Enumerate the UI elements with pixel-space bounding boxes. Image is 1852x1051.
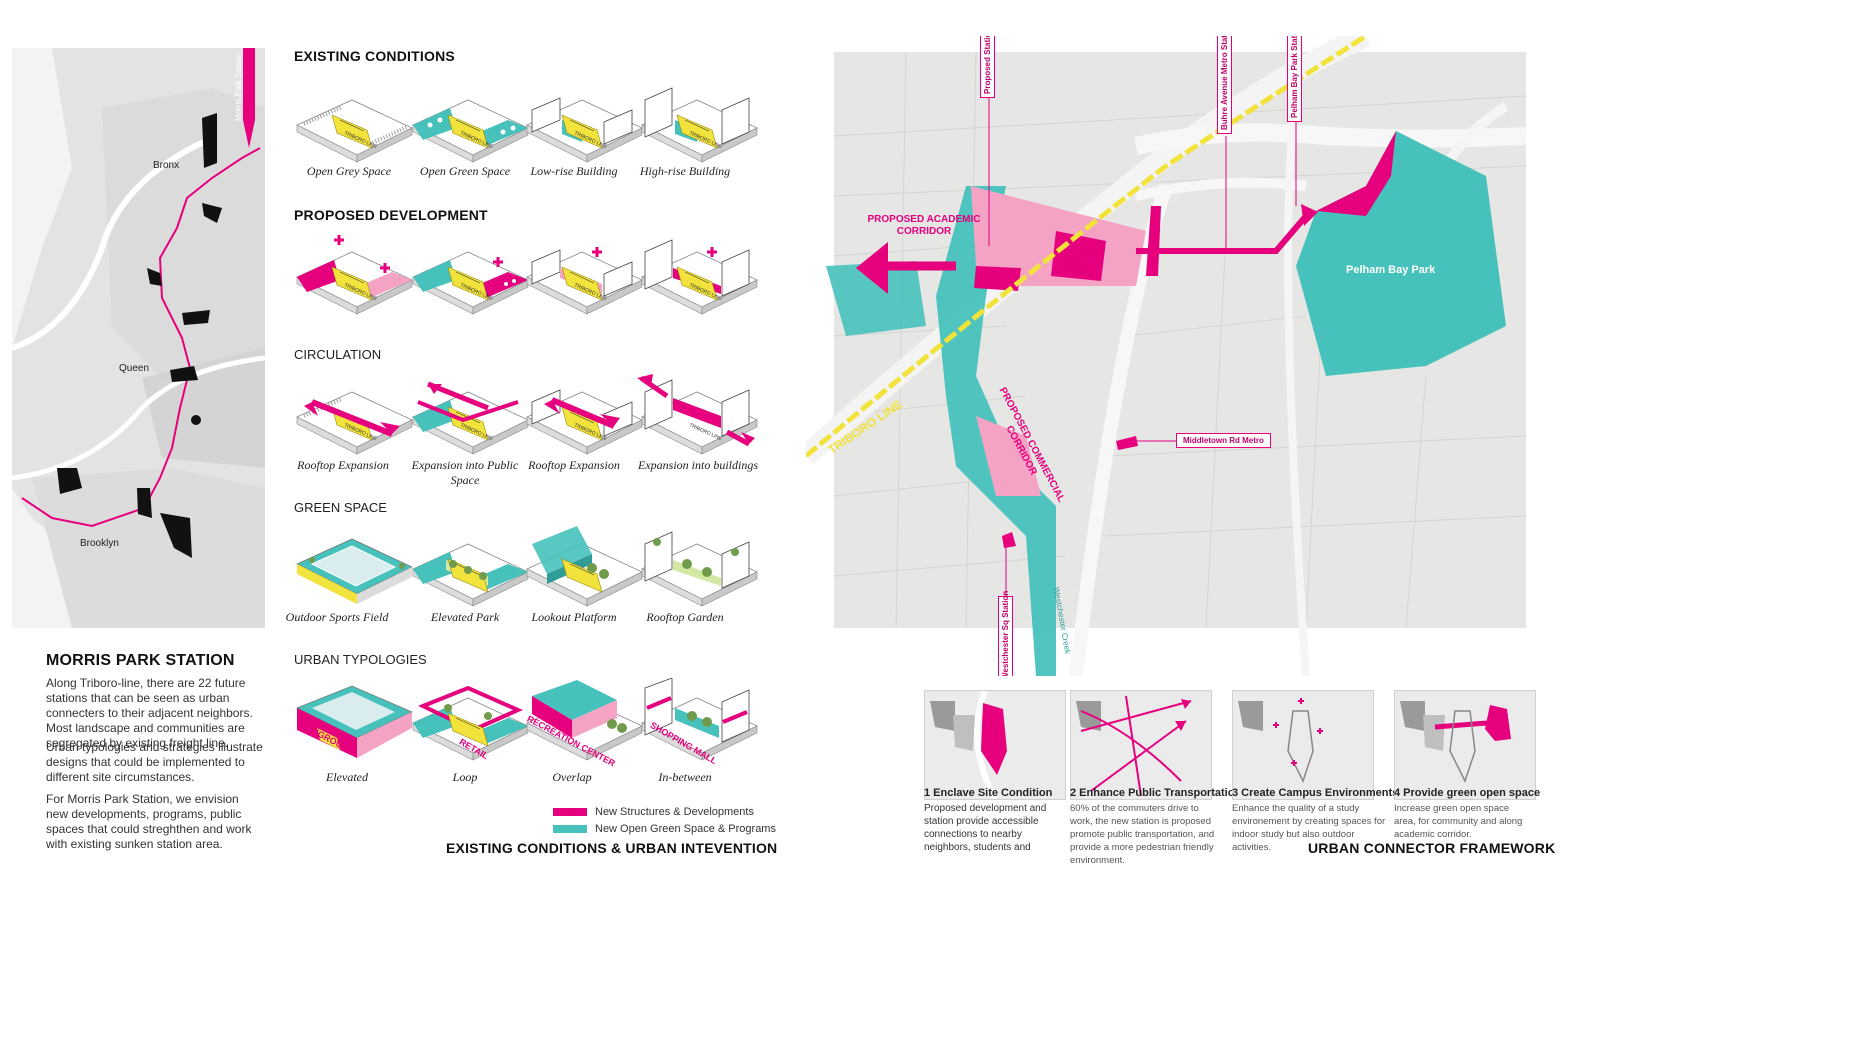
nyc-station-pin-label: Morris Park Station bbox=[234, 52, 243, 122]
caption-lookout-platform: Lookout Platform bbox=[531, 610, 617, 624]
legend-swatch-magenta bbox=[553, 808, 587, 817]
caption-outdoor-sports-field: Outdoor Sports Field bbox=[285, 610, 389, 624]
legend: New Structures & Developments New Open G… bbox=[553, 806, 776, 835]
iso-proposed-1: TRIBORO LINE bbox=[296, 235, 413, 315]
iso-circulation-3: TRIBORO LINE bbox=[526, 389, 643, 455]
iso-in-between bbox=[641, 678, 758, 761]
label-pelham-bay-park: Pelham Bay Park bbox=[1346, 264, 1436, 276]
framework-step-1-title: 1 Enclave Site Condition bbox=[924, 787, 1053, 799]
iso-open-grey-space: TRIBORO LINE bbox=[296, 99, 413, 163]
section-title-green: GREEN SPACE bbox=[294, 500, 387, 515]
caption-low-rise-building: Low-rise Building bbox=[530, 164, 618, 178]
caption-high-rise-building: High-rise Building bbox=[639, 164, 731, 178]
caption-elevated: Elevated bbox=[326, 770, 368, 784]
framework-step-3-text: Enhance the quality of a study environem… bbox=[1232, 803, 1386, 853]
framework-panel-1-graphic bbox=[925, 689, 1065, 801]
nyc-map-graphic bbox=[12, 48, 265, 628]
framework-panel-2 bbox=[1070, 690, 1212, 800]
framework-panel-1 bbox=[924, 689, 1066, 801]
iso-outdoor-sports-field bbox=[296, 538, 413, 604]
caption-rooftop-expansion-1: Rooftop Expansion bbox=[297, 458, 389, 472]
iso-circulation-1: TRIBORO LINE bbox=[296, 391, 413, 455]
label-westchester-sq-station: Westchester Sq Station bbox=[998, 591, 1013, 676]
caption-expansion-public-space: Expansion into Public Space bbox=[411, 458, 519, 487]
iso-circulation-2: TRIBORO LINE bbox=[412, 381, 529, 455]
iso-circulation-4: TRIBORO LINE bbox=[637, 374, 758, 455]
iso-loop bbox=[412, 685, 529, 761]
section-title-proposed: PROPOSED DEVELOPMENT bbox=[294, 207, 488, 223]
section-title-existing: EXISTING CONDITIONS bbox=[294, 48, 455, 64]
framework-title: URBAN CONNECTOR FRAMEWORK bbox=[1308, 840, 1556, 856]
caption-in-between: In-between bbox=[658, 770, 712, 784]
section-title-circulation: CIRCULATION bbox=[294, 347, 382, 362]
iso-low-rise-building: TRIBORO LINE bbox=[526, 97, 643, 163]
framework-step-1-text: Proposed development and station provide… bbox=[924, 803, 1047, 853]
framework-step-4-text: Increase green open space area, for comm… bbox=[1394, 803, 1523, 840]
iso-proposed-4: TRIBORO LINE bbox=[641, 239, 758, 315]
label-buhre-avenue-station: Buhre Avenue Metro Station bbox=[1217, 36, 1232, 134]
borough-label-bronx: Bronx bbox=[153, 160, 180, 171]
triboro-route bbox=[21, 147, 261, 528]
borough-label-brooklyn: Brooklyn bbox=[80, 538, 119, 549]
station-paragraph-3: For Morris Park Station, we envision new… bbox=[46, 792, 252, 851]
framework-panel-4 bbox=[1394, 690, 1536, 800]
iso-high-rise-building: TRIBORO LINE bbox=[641, 87, 758, 163]
site-map-graphic bbox=[806, 36, 1526, 676]
triboro-line-path bbox=[806, 36, 1368, 458]
iso-elevated-park bbox=[412, 543, 529, 607]
iso-rooftop-garden bbox=[641, 531, 758, 607]
framework-panel-3-graphic bbox=[1233, 691, 1373, 799]
site-map: Proposed Station Buhre Avenue Metro Stat… bbox=[806, 36, 1526, 676]
caption-expansion-buildings: Expansion into buildings bbox=[638, 458, 758, 472]
framework-panel-3 bbox=[1232, 690, 1374, 800]
pelham-bay-park-shape bbox=[1296, 131, 1506, 376]
legend-swatch-teal bbox=[553, 825, 587, 834]
station-paragraph-2: Urban typologies and strategies illustra… bbox=[46, 740, 263, 784]
caption-open-green-space: Open Green Space bbox=[419, 164, 511, 178]
caption-rooftop-expansion-2: Rooftop Expansion bbox=[528, 458, 620, 472]
legend-item-structures: New Structures & Developments bbox=[553, 806, 776, 818]
framework-step-3-title: 3 Create Campus Environments bbox=[1232, 787, 1399, 799]
iso-proposed-2: TRIBORO LINE bbox=[412, 251, 529, 315]
iso-elevated bbox=[296, 685, 413, 758]
iso-proposed-3: TRIBORO LINE bbox=[526, 247, 643, 315]
legend-item-green: New Open Green Space & Programs bbox=[553, 823, 776, 835]
section-title-urban: URBAN TYPOLOGIES bbox=[294, 652, 427, 667]
borough-label-queen: Queen bbox=[119, 363, 150, 374]
label-academic-corridor: PROPOSED ACADEMIC CORRIDOR bbox=[867, 214, 981, 237]
framework-step-2-title: 2 Enhance Public Transportation bbox=[1070, 787, 1242, 799]
framework-panel-2-graphic bbox=[1071, 691, 1211, 799]
label-middletown-rd-metro: Middletown Rd Metro bbox=[1176, 433, 1271, 448]
nyc-map: Morris Park Station Bronx Queen Brooklyn bbox=[12, 48, 265, 628]
caption-elevated-park: Elevated Park bbox=[430, 610, 500, 624]
framework-panel-4-graphic bbox=[1395, 691, 1535, 799]
label-proposed-station: Proposed Station bbox=[980, 36, 995, 98]
iso-lookout-platform bbox=[526, 526, 643, 607]
middle-section-title: EXISTING CONDITIONS & URBAN INTEVENTION bbox=[446, 840, 778, 856]
iso-open-green-space: TRIBORO LINE bbox=[412, 99, 529, 163]
framework-step-2-text: 60% of the commuters drive to work, the … bbox=[1070, 803, 1215, 866]
caption-open-grey-space: Open Grey Space bbox=[306, 164, 392, 178]
label-pelham-bay-park-station: Pelham Bay Park Station bbox=[1287, 36, 1302, 122]
framework-step-4-title: 4 Provide green open space bbox=[1394, 787, 1541, 799]
iso-overlap bbox=[526, 680, 643, 761]
station-title: MORRIS PARK STATION bbox=[46, 652, 235, 669]
caption-loop: Loop bbox=[452, 770, 478, 784]
caption-rooftop-garden: Rooftop Garden bbox=[646, 610, 724, 624]
station-paragraph-1: Along Triboro-line, there are 22 future … bbox=[46, 676, 253, 750]
caption-overlap: Overlap bbox=[552, 770, 592, 784]
